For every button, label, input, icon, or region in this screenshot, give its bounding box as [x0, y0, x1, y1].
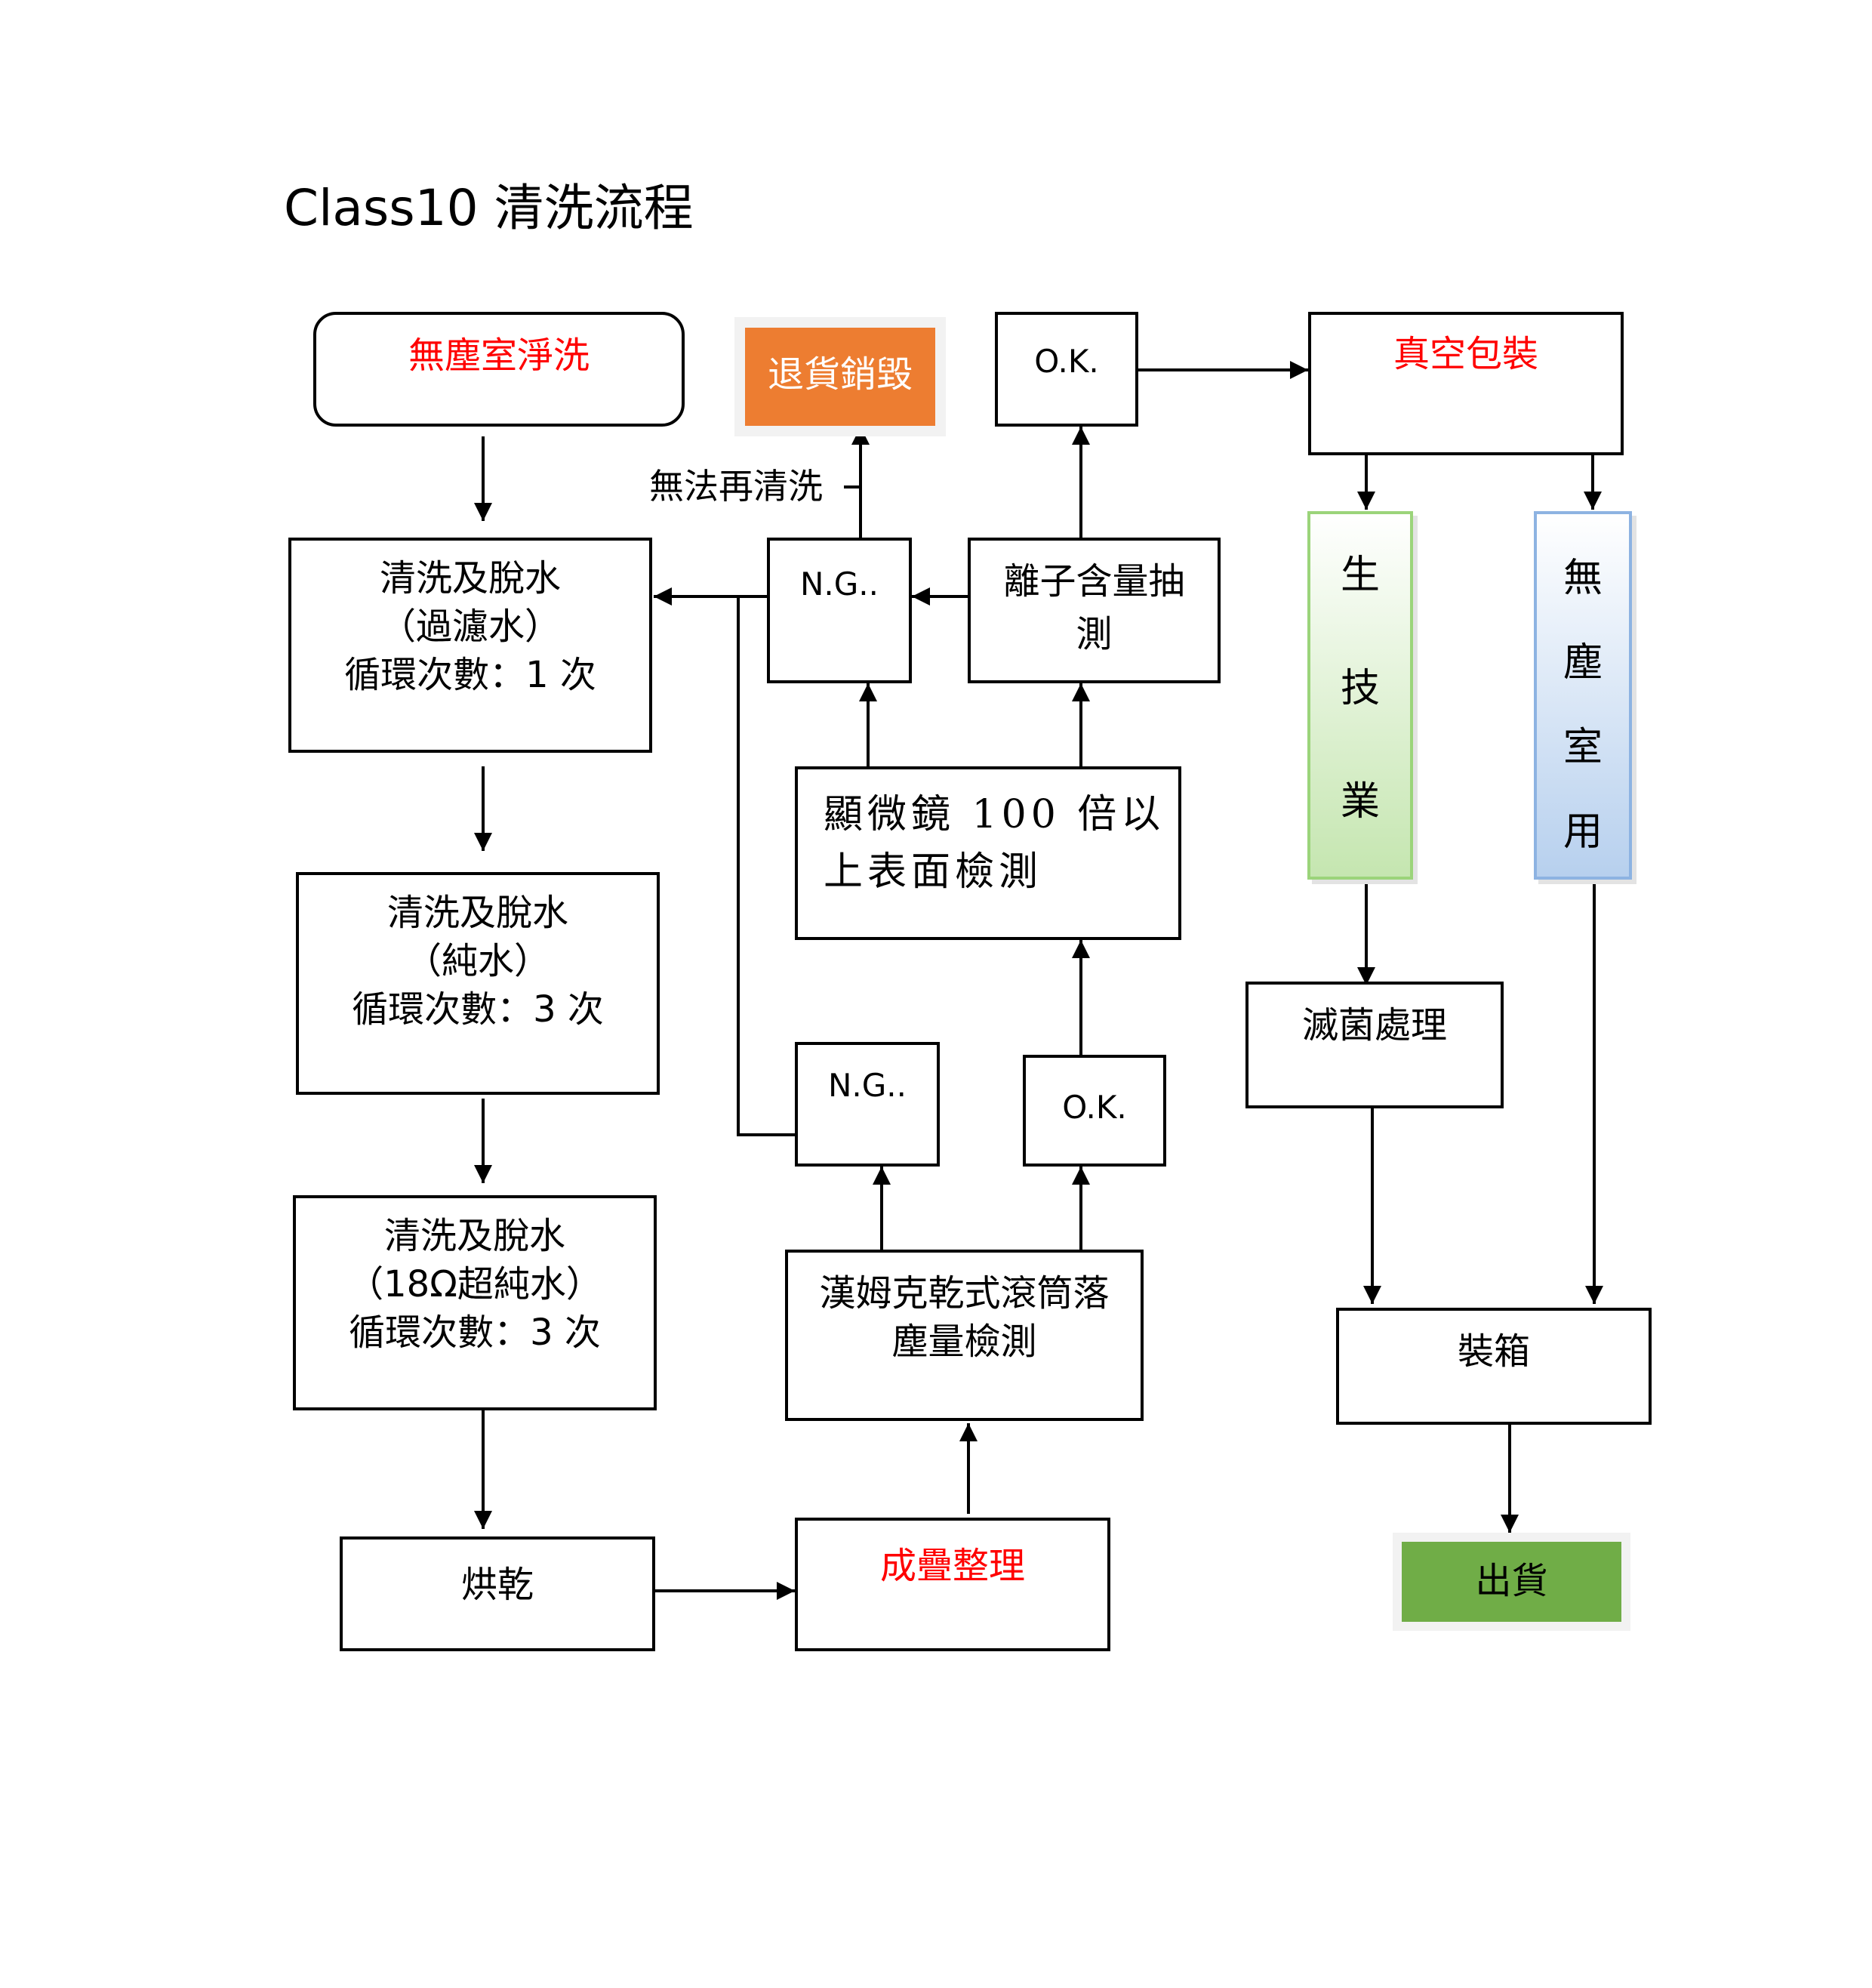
dry-node: 烘乾	[340, 1536, 655, 1651]
ng-upper-node: N.G..	[767, 538, 912, 683]
wash2-line1: 清洗及脫水	[386, 892, 568, 934]
wash3-line3: 循環次數：3 次	[349, 1311, 601, 1354]
wash2-line2: （純水）	[405, 940, 550, 982]
vacuum-pack-label: 真空包裝	[1393, 333, 1538, 375]
ng-upper-label: N.G..	[799, 566, 879, 603]
vacuum-pack-node: 真空包裝	[1308, 312, 1624, 455]
ok-upper-label: O.K.	[1034, 343, 1099, 380]
line-ng-lower-loop	[737, 596, 795, 1136]
cannot-rewash-label: 無法再清洗	[649, 466, 823, 507]
wash3-line2: （18Ω超純水）	[347, 1263, 602, 1305]
helmke-line2: 塵量檢測	[891, 1321, 1037, 1363]
sterilize-node: 滅菌處理	[1245, 982, 1504, 1108]
cleanroom-use-char-2: 塵	[1563, 640, 1603, 686]
ion-test-node: 離子含量抽 測	[968, 538, 1221, 683]
wash3-line1: 清洗及脫水	[383, 1215, 565, 1257]
cleanroom-use-node: 無 塵 室 用	[1534, 511, 1632, 880]
cleanroom-use-char-4: 用	[1563, 809, 1603, 855]
biotech-node: 生 技 業	[1307, 511, 1413, 880]
microscope-test-node: 顯微鏡 100 倍以 上表面檢測	[795, 766, 1181, 940]
page-title: Class10 清洗流程	[284, 179, 694, 237]
boxing-node: 裝箱	[1336, 1308, 1652, 1425]
stack-sort-label: 成疊整理	[879, 1545, 1025, 1587]
return-destroy-node: 退貨銷毀	[734, 317, 946, 436]
wash1-line2: （過濾水）	[379, 606, 561, 648]
wash1-line3: 循環次數：1 次	[344, 654, 596, 696]
cleanroom-use-char-3: 室	[1563, 725, 1603, 770]
biotech-char-3: 業	[1340, 779, 1380, 824]
wash1-node: 清洗及脫水 （過濾水） 循環次數：1 次	[288, 538, 652, 753]
biotech-char-2: 技	[1340, 666, 1380, 711]
wash2-node: 清洗及脫水 （純水） 循環次數：3 次	[296, 872, 660, 1095]
dry-label: 烘乾	[460, 1564, 534, 1606]
microscope-line2: 上表面檢測	[824, 849, 1043, 895]
ship-label: 出貨	[1475, 1560, 1548, 1602]
ng-lower-label: N.G..	[827, 1067, 907, 1104]
ion-line2: 測	[1076, 613, 1113, 655]
cleanroom-wash-node: 無塵室淨洗	[313, 312, 685, 427]
ship-node: 出貨	[1393, 1533, 1630, 1631]
cleanroom-use-char-1: 無	[1563, 556, 1603, 601]
helmke-test-node: 漢姆克乾式滾筒落 塵量檢測	[785, 1250, 1144, 1421]
return-destroy-label: 退貨銷毀	[767, 353, 913, 396]
ng-lower-node: N.G..	[795, 1042, 940, 1167]
sterilize-label: 滅菌處理	[1301, 1004, 1447, 1046]
wash2-line3: 循環次數：3 次	[352, 988, 604, 1031]
ok-lower-node: O.K.	[1023, 1055, 1166, 1167]
stack-sort-node: 成疊整理	[795, 1518, 1110, 1651]
ok-upper-node: O.K.	[995, 312, 1138, 427]
wash1-line1: 清洗及脫水	[379, 557, 561, 599]
ion-line1: 離子含量抽	[1003, 560, 1185, 603]
ok-lower-label: O.K.	[1062, 1089, 1127, 1126]
helmke-line1: 漢姆克乾式滾筒落	[819, 1272, 1110, 1315]
microscope-line1: 顯微鏡 100 倍以	[824, 792, 1165, 837]
biotech-char-1: 生	[1340, 553, 1380, 598]
cleanroom-wash-label: 無塵室淨洗	[408, 334, 590, 377]
boxing-label: 裝箱	[1457, 1330, 1530, 1373]
wash3-node: 清洗及脫水 （18Ω超純水） 循環次數：3 次	[293, 1195, 657, 1410]
